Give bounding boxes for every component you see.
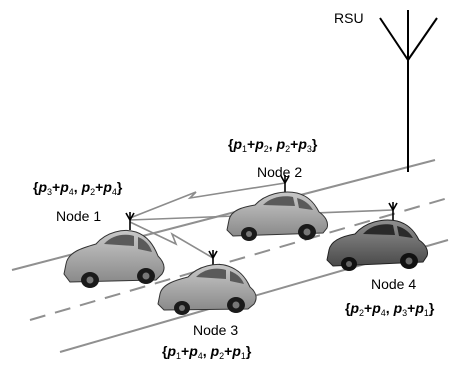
node2-packet2-p1: p2 [276, 136, 291, 154]
node2-packets: {p1+p2, p2+p3} [228, 136, 318, 154]
node4-packet2-p1: p3 [393, 300, 408, 318]
node4-packets: {p2+p4, p3+p1} [345, 300, 435, 318]
node3-packet2-p1: p2 [210, 343, 225, 361]
node2-antenna-icon [280, 175, 290, 195]
road-lane-dashed [29, 197, 449, 321]
node1-packet2-p2: p4 [103, 179, 117, 197]
node4-car-icon [326, 219, 428, 271]
link-node1-node3 [129, 221, 214, 259]
node3-packet2-p2: p1 [232, 343, 246, 361]
rsu-antenna-icon [379, 10, 438, 172]
node2-packet1-p2: p2 [255, 136, 269, 154]
node1-car-icon [63, 230, 165, 288]
node4-packet1-p1: p2 [350, 300, 365, 318]
node3-label: Node 3 [193, 322, 239, 338]
node1-label: Node 1 [56, 208, 102, 224]
node4-packet1-p2: p4 [372, 300, 386, 318]
node2-car-icon [226, 191, 328, 241]
node4-packet2-p2: p1 [415, 300, 429, 318]
node1-packet2-p1: p2 [81, 179, 96, 197]
node2-packet2-p2: p3 [298, 136, 312, 154]
node1-packets: {p3+p4, p2+p4} [33, 179, 123, 197]
node2-label: Node 2 [257, 164, 303, 180]
node1-packet1-p2: p4 [60, 179, 74, 197]
node1-packet1-p1: p3 [38, 179, 53, 197]
node3-packet1-p1: p1 [167, 343, 182, 361]
node3-packets: {p1+p4, p2+p1} [162, 343, 252, 361]
node4-label: Node 4 [371, 276, 417, 292]
node3-car-icon [157, 263, 257, 315]
node3-packet1-p2: p4 [189, 343, 203, 361]
node1-antenna-icon [125, 212, 135, 230]
rsu-label: RSU [334, 10, 364, 26]
node4-antenna-icon [388, 202, 398, 223]
node2-packet1-p1: p1 [233, 136, 248, 154]
link-node1-node2 [129, 182, 286, 219]
